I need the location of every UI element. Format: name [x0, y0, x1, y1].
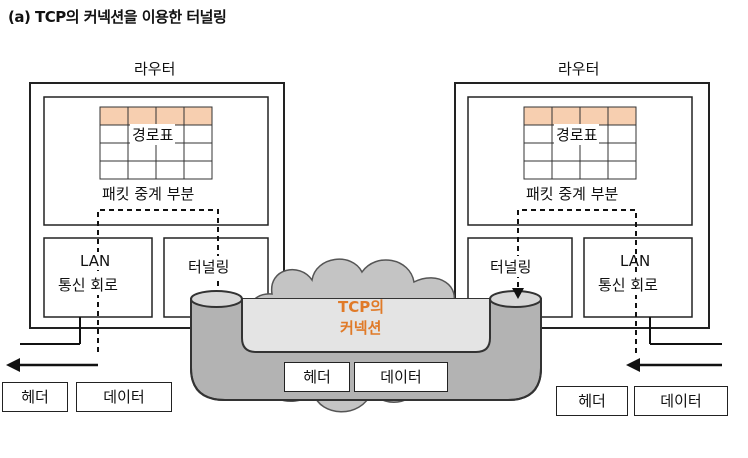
left-router-label: 라우터 [134, 60, 176, 78]
right-router-label: 라우터 [558, 60, 600, 78]
right-lan-label-line2: 통신 회로 [598, 274, 658, 295]
cloud-label-line1: TCP의 [338, 298, 385, 316]
right-packet-path [517, 209, 637, 353]
cloud-label-line2: 커넥션 [340, 319, 382, 337]
left-packet-data: 데이터 [76, 382, 172, 412]
right-routing-table-label: 경로표 [554, 124, 600, 145]
left-packet-path [97, 209, 219, 352]
diagram-title: (a) TCP의 커넥션을 이용한 터널링 [8, 8, 227, 26]
left-pipe-mouth [190, 290, 243, 308]
left-forwarding-label: 패킷 중계 부분 [102, 185, 195, 203]
left-tunnel-label: 터널링 [188, 256, 230, 277]
right-packet-data: 데이터 [634, 386, 728, 416]
right-routing-table [523, 106, 637, 180]
left-lan-label-line1: LAN [80, 252, 111, 270]
right-forwarding-label: 패킷 중계 부분 [526, 185, 619, 203]
left-lan-label-line2: 통신 회로 [58, 274, 118, 295]
pipe-packet-data: 데이터 [354, 362, 448, 392]
right-packet-header: 헤더 [556, 386, 628, 416]
right-pipe-arrowhead [512, 288, 524, 299]
right-lan-label-line1: LAN [620, 252, 651, 270]
pipe-packet-header: 헤더 [284, 362, 350, 392]
right-tunnel-label: 터널링 [490, 256, 532, 277]
left-packet-header: 헤더 [2, 382, 68, 412]
left-routing-table-label: 경로표 [130, 124, 176, 145]
tcp-tunnel-pipe [190, 290, 542, 401]
